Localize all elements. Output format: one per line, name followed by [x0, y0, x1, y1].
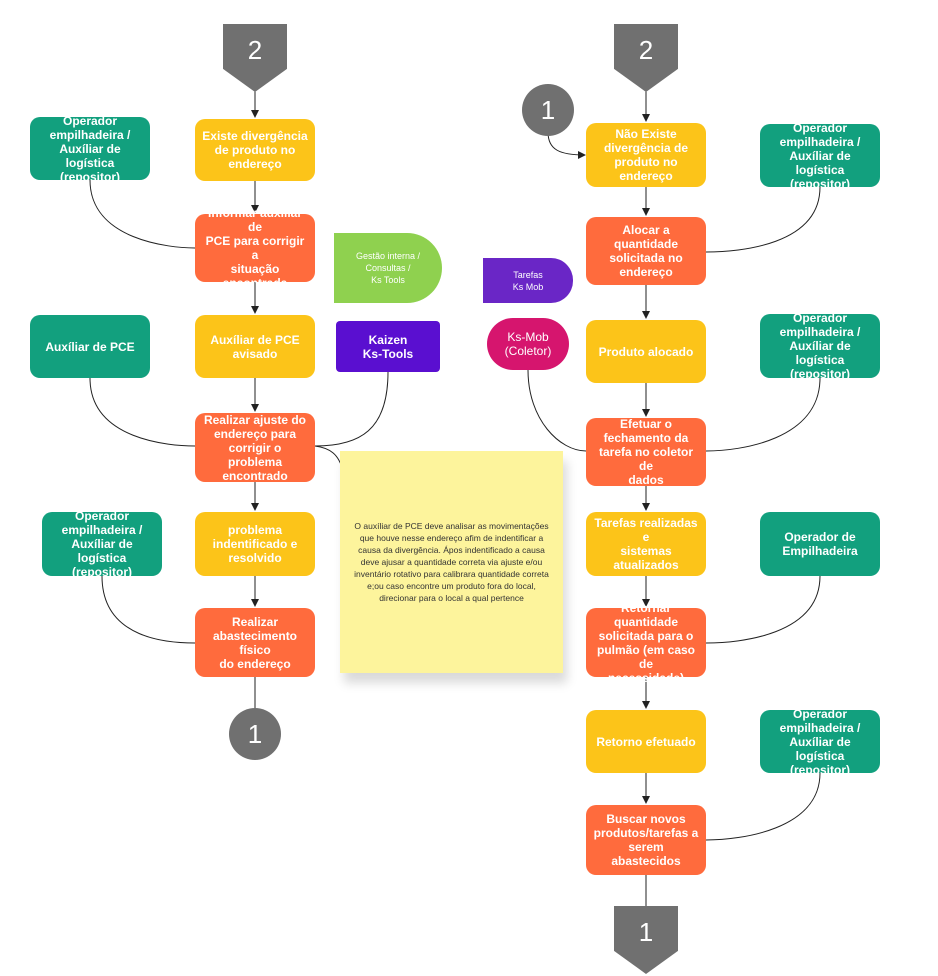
system-tag-tarefas: Tarefas Ks Mob	[483, 258, 573, 303]
connector-curve	[705, 575, 821, 644]
role-operador-empilhadeira: Operador de Empilhadeira	[760, 512, 880, 576]
step-tarefas-realizadas: Tarefas realizadas e sistemas atualizado…	[586, 512, 706, 576]
step-realizar-ajuste: Realizar ajuste do endereço para corrigi…	[195, 413, 315, 483]
role-operador-2: Operador empilhadeira / Auxíliar de logí…	[42, 509, 162, 579]
step-informar-auxiliar: Informar auxiliar de PCE para corrigir a…	[195, 206, 315, 290]
connector-curve	[89, 179, 196, 249]
step-existe-divergencia: Existe divergência de produto no endereç…	[195, 119, 315, 181]
connector-curve	[547, 131, 586, 159]
step-realizar-abastecimento: Realizar abastecimento físico do endereç…	[195, 608, 315, 677]
system-ks-mob: Ks-Mob (Coletor)	[487, 318, 569, 370]
connector-curve	[527, 369, 587, 452]
role-operador-3: Operador empilhadeira / Auxíliar de logí…	[760, 121, 880, 191]
role-operador-1: Operador empilhadeira / Auxíliar de logí…	[30, 114, 150, 184]
step-auxiliar-avisado: Auxíliar de PCE avisado	[195, 315, 315, 378]
step-efetuar-fechamento: Efetuar o fechamento da tarefa no coleto…	[586, 417, 706, 487]
system-kaizen-kstools: Kaizen Ks-Tools	[336, 321, 440, 372]
step-problema-resolvido: problema indentificado e resolvido	[195, 512, 315, 576]
end-marker-left: 1	[229, 708, 281, 760]
connector-curve	[101, 575, 196, 644]
connector-curve	[705, 377, 821, 452]
start-marker-left: 2	[223, 24, 287, 92]
role-operador-4: Operador empilhadeira / Auxíliar de logí…	[760, 311, 880, 381]
step-retornar-quantidade: Retornar quantidade solicitada para o pu…	[586, 601, 706, 685]
connector-curve	[705, 186, 821, 253]
entry-marker-right: 1	[522, 84, 574, 136]
step-retorno-efetuado: Retorno efetuado	[586, 710, 706, 773]
step-buscar-novos-produtos: Buscar novos produtos/tarefas a serem ab…	[586, 805, 706, 875]
step-nao-existe-divergencia: Não Existe divergência de produto no end…	[586, 123, 706, 187]
connector-curve	[89, 377, 196, 447]
step-alocar-quantidade: Alocar a quantidade solicitada no endere…	[586, 217, 706, 285]
system-tag-gestao: Gestão interna / Consultas / Ks Tools	[334, 233, 442, 303]
role-operador-5: Operador empilhadeira / Auxíliar de logí…	[760, 707, 880, 777]
step-produto-alocado: Produto alocado	[586, 320, 706, 383]
connector-curve	[314, 371, 389, 447]
role-auxiliar-pce: Auxíliar de PCE	[30, 315, 150, 378]
connector-curve	[705, 772, 821, 841]
sticky-note: O auxíliar de PCE deve analisar as movim…	[340, 451, 563, 673]
